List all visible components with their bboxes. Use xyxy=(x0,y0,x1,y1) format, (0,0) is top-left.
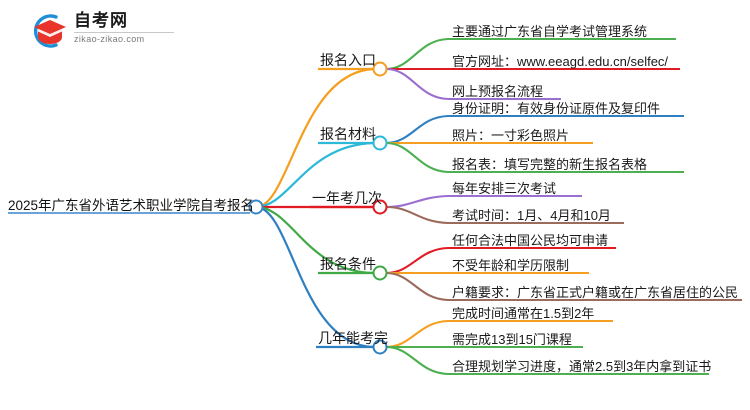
leaf-label-1-0[interactable]: 身份证明：有效身份证原件及复印件 xyxy=(452,101,661,116)
connector-branch3-leaf0 xyxy=(384,246,450,275)
root-node-label[interactable]: 2025年广东省外语艺术职业学院自考报名 xyxy=(8,198,255,213)
branch-label-baomingtiaojian[interactable]: 报名条件 xyxy=(320,256,376,272)
leaf-label-4-1[interactable]: 需完成13到15门课程 xyxy=(452,332,572,347)
connector-branch3-leaf2 xyxy=(384,271,450,302)
leaf-label-0-1[interactable]: 官方网址：www.eeagd.edu.cn/selfec/ xyxy=(452,54,669,69)
leaf-label-0-2[interactable]: 网上预报名流程 xyxy=(452,84,544,99)
connector-branch1-leaf0 xyxy=(384,114,450,145)
logo-text: 自考网 zikao-zikao.com xyxy=(74,11,178,45)
connector-branch0-leaf0 xyxy=(384,37,450,71)
connector-branch4-leaf2 xyxy=(384,345,450,376)
leaf-label-3-1[interactable]: 不受年龄和学历限制 xyxy=(452,258,570,273)
connector-branch1-leaf2 xyxy=(384,141,450,174)
leaf-label-2-1[interactable]: 考试时间：1月、4月和10月 xyxy=(452,208,611,223)
connector-root-to-branch-4 xyxy=(254,205,376,349)
graduation-cap-icon xyxy=(28,12,70,50)
connector-branch4-leaf0 xyxy=(384,319,450,349)
leaf-label-1-2[interactable]: 报名表：填写完整的新生报名表格 xyxy=(452,157,648,172)
connector-branch0-leaf2 xyxy=(384,67,450,101)
branch-label-baomingrukou[interactable]: 报名入口 xyxy=(320,52,376,68)
branch-label-jiniannengkaowan[interactable]: 几年能考完 xyxy=(318,330,388,346)
logo-domain: zikao-zikao.com xyxy=(74,34,145,44)
logo-brand-name: 自考网 xyxy=(74,11,128,30)
leaf-label-3-2[interactable]: 户籍要求：广东省正式户籍或在广东省居住的公民 xyxy=(452,285,739,300)
branch-label-yiniankaojici[interactable]: 一年考几次 xyxy=(312,190,382,206)
connector-branch2-leaf1 xyxy=(384,205,450,225)
leaf-label-4-2[interactable]: 合理规划学习进度，通常2.5到3年内拿到证书 xyxy=(452,359,712,374)
leaf-label-1-1[interactable]: 照片：一寸彩色照片 xyxy=(452,128,570,143)
logo-divider xyxy=(74,32,174,33)
leaf-label-0-0[interactable]: 主要通过广东省自学考试管理系统 xyxy=(452,24,648,39)
leaf-label-2-0[interactable]: 每年安排三次考试 xyxy=(452,181,557,196)
branch-label-baomingcailiao[interactable]: 报名材料 xyxy=(320,126,376,142)
leaf-label-3-0[interactable]: 任何合法中国公民均可申请 xyxy=(452,233,609,248)
connector-branch2-leaf0 xyxy=(384,194,450,209)
leaf-label-4-0[interactable]: 完成时间通常在1.5到2年 xyxy=(452,306,595,321)
site-logo: 自考网 zikao-zikao.com xyxy=(28,10,178,52)
